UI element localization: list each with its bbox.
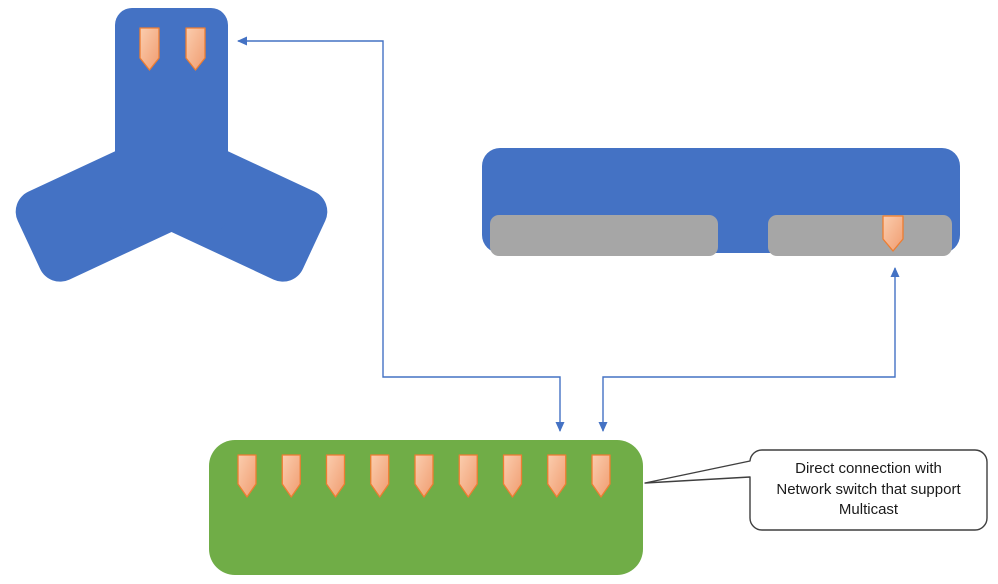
dock-device (482, 148, 960, 256)
dock-slot-left (490, 215, 718, 256)
callout: Direct connection with Network switch th… (750, 451, 987, 529)
port-pin (281, 454, 301, 498)
port-pin (547, 454, 567, 498)
callout-text-line: Multicast (838, 501, 899, 519)
port-pin (414, 454, 434, 498)
port-pin (370, 454, 390, 498)
dock-ports (882, 215, 904, 252)
switch-ports (237, 454, 611, 498)
connector-switch-to-dock (598, 267, 900, 432)
port-pin (325, 454, 346, 498)
y-splitter-stem (115, 8, 228, 232)
port-pin (185, 27, 206, 71)
port-pin (237, 454, 257, 498)
callout-bubble (644, 449, 988, 531)
switch-body (209, 440, 643, 575)
port-pin (591, 454, 611, 498)
y-splitter-ports (139, 27, 206, 71)
dock-slot-right (768, 215, 952, 256)
port-pin (458, 454, 478, 498)
port-pin (882, 215, 904, 252)
network-switch (209, 440, 643, 575)
callout-text-line: Direct connection with (795, 459, 942, 477)
port-pin (502, 454, 523, 498)
connector-switch-to-y-splitter (237, 36, 565, 432)
port-pin (139, 27, 160, 71)
y-splitter-device (15, 8, 328, 282)
callout-text-line: Network switch that support (776, 480, 961, 498)
